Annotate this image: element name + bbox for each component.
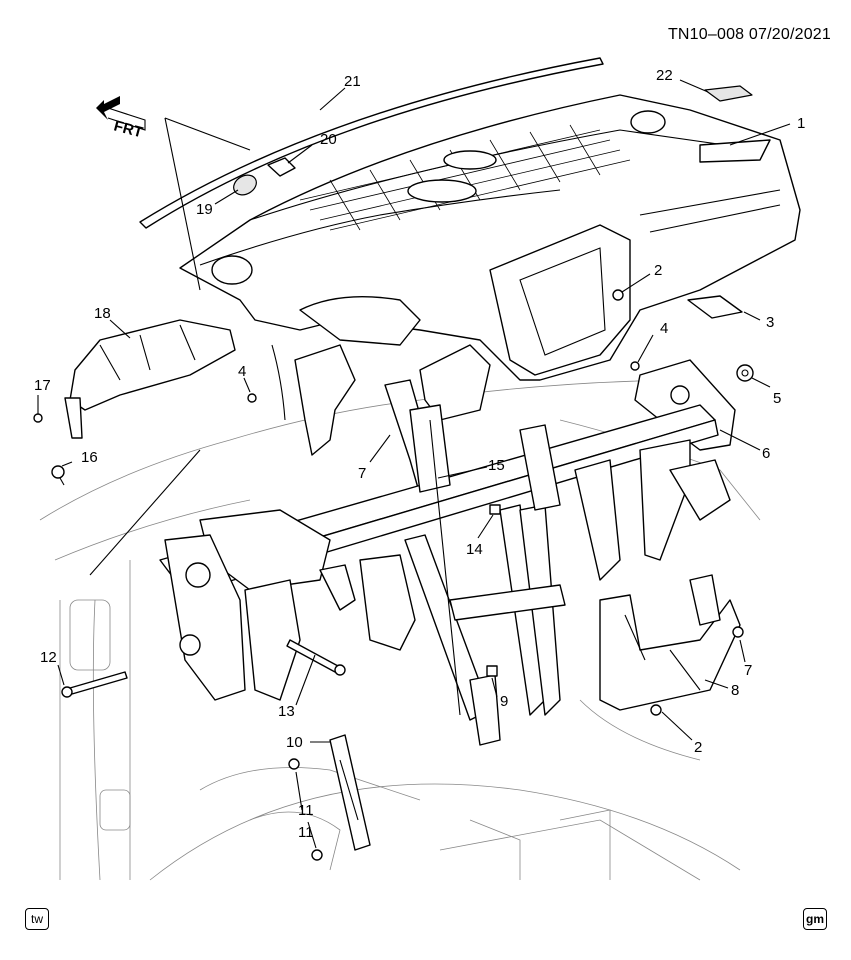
callout-11-lower: 11 (298, 824, 314, 841)
callout-17: 17 (34, 377, 51, 394)
clip-14 (489, 504, 501, 515)
pushpin-16 (51, 465, 65, 486)
callout-20: 20 (320, 131, 337, 148)
callout-21: 21 (344, 73, 361, 90)
clip-7-right (732, 626, 744, 638)
nut-5 (736, 364, 754, 382)
clip-9 (486, 665, 498, 677)
callout-3: 3 (766, 314, 774, 331)
callout-numbers: 1 2 3 4 5 6 7 8 9 10 11 12 13 14 15 16 1… (34, 67, 805, 841)
callout-22: 22 (656, 67, 673, 84)
callout-16: 16 (81, 449, 98, 466)
tw-badge: tw (25, 908, 49, 930)
screw-2-upper (612, 289, 624, 301)
callout-2-upper: 2 (654, 262, 662, 279)
bolt-11-lower (311, 849, 323, 861)
front-direction-label: FRT (112, 117, 145, 141)
callout-19: 19 (196, 201, 213, 218)
callout-18: 18 (94, 305, 111, 322)
sunload-sensor (233, 174, 257, 196)
bolt-13 (286, 639, 346, 676)
callout-15: 15 (488, 457, 505, 474)
bolt-11-upper (288, 758, 300, 770)
callout-8: 8 (731, 682, 739, 699)
windshield-garnish-strip (139, 57, 604, 229)
instrument-panel (179, 94, 801, 381)
callout-4-right: 4 (660, 320, 668, 337)
callout-9: 9 (500, 693, 508, 710)
callout-4-left: 4 (238, 363, 246, 380)
callout-6: 6 (762, 445, 770, 462)
callout-1: 1 (797, 115, 805, 132)
callout-13: 13 (278, 703, 295, 720)
diagram-reference-code: TN10–008 07/20/2021 (667, 26, 831, 43)
callout-5: 5 (773, 390, 781, 407)
screw-17 (33, 405, 43, 423)
left-outlet-duct (64, 319, 236, 439)
callout-10: 10 (286, 734, 303, 751)
callout-7-right: 7 (744, 662, 752, 679)
callout-11-upper: 11 (298, 802, 314, 819)
callout-2-lower: 2 (694, 739, 702, 756)
callout-14: 14 (466, 541, 483, 558)
callout-12: 12 (40, 649, 57, 666)
screw-4-right (630, 361, 640, 371)
gm-logo-badge: gm (803, 908, 827, 930)
defroster-grille (704, 85, 753, 102)
screw-4-left (247, 393, 257, 403)
callout-leader-lines (37, 79, 791, 849)
callout-7-center: 7 (358, 465, 366, 482)
screw-2-lower (650, 704, 662, 716)
center-support-bracket (409, 404, 451, 493)
steering-column-support (271, 344, 491, 496)
bolt-12 (61, 671, 128, 698)
glove-box-bracket (599, 574, 741, 711)
front-direction-arrow-icon: FRT (96, 96, 146, 141)
storage-mat (687, 295, 743, 319)
